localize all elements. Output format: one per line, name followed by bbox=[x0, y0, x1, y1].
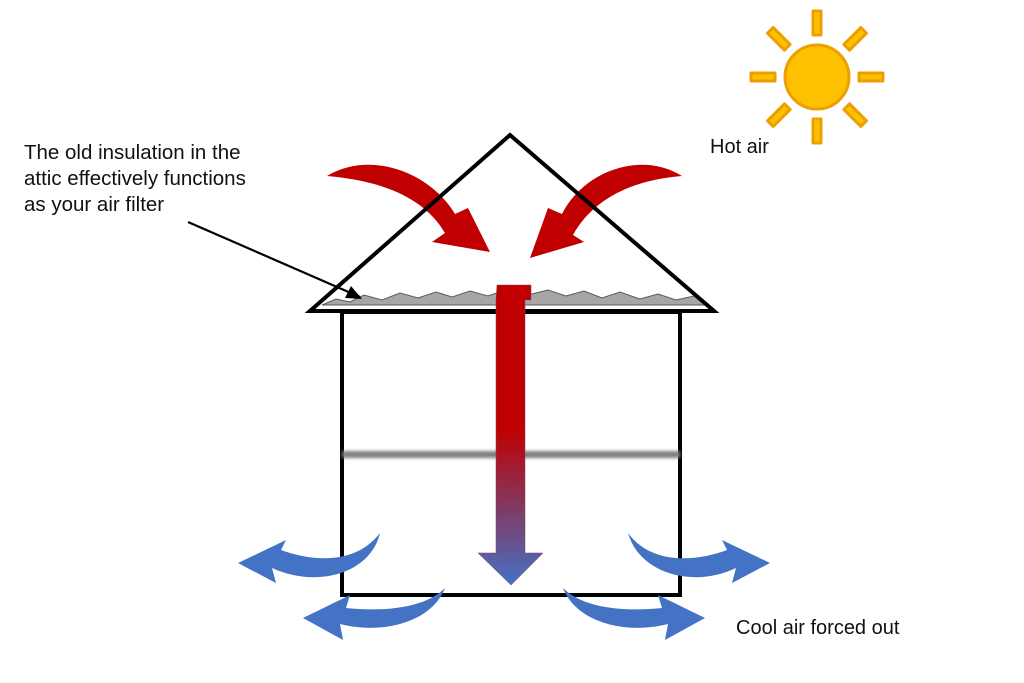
annotation-line-3: as your air filter bbox=[24, 193, 165, 216]
insulation-annotation: The old insulation in the attic effectiv… bbox=[24, 140, 246, 218]
sun-ray bbox=[842, 26, 868, 52]
callout-pointer-arrowhead bbox=[345, 286, 362, 299]
sun-ray bbox=[766, 102, 792, 128]
sun-ray bbox=[842, 102, 868, 128]
sun-ray bbox=[749, 71, 777, 83]
sun-icon bbox=[749, 9, 885, 145]
sun-ray bbox=[766, 26, 792, 52]
hot-air-down-arrow bbox=[477, 284, 544, 586]
hot-air-label: Hot air bbox=[710, 136, 769, 158]
hot-air-arrow-right bbox=[530, 164, 682, 258]
house-roof bbox=[304, 132, 720, 313]
cool-air-arrow-upper-left bbox=[238, 533, 380, 583]
sun-ray bbox=[811, 117, 823, 145]
callout-pointer-line bbox=[187, 220, 361, 299]
annotation-line-1: The old insulation in the bbox=[24, 141, 241, 164]
cool-air-arrow-lower-left bbox=[303, 588, 445, 640]
annotation-line-2: attic effectively functions bbox=[24, 167, 246, 190]
sun-ray bbox=[811, 9, 823, 37]
hot-air-arrow-left bbox=[327, 164, 490, 252]
sun-ray bbox=[857, 71, 885, 83]
cool-air-arrow-lower-right bbox=[563, 588, 705, 640]
cool-air-arrow-upper-right bbox=[628, 533, 770, 583]
cool-air-label: Cool air forced out bbox=[736, 617, 900, 639]
